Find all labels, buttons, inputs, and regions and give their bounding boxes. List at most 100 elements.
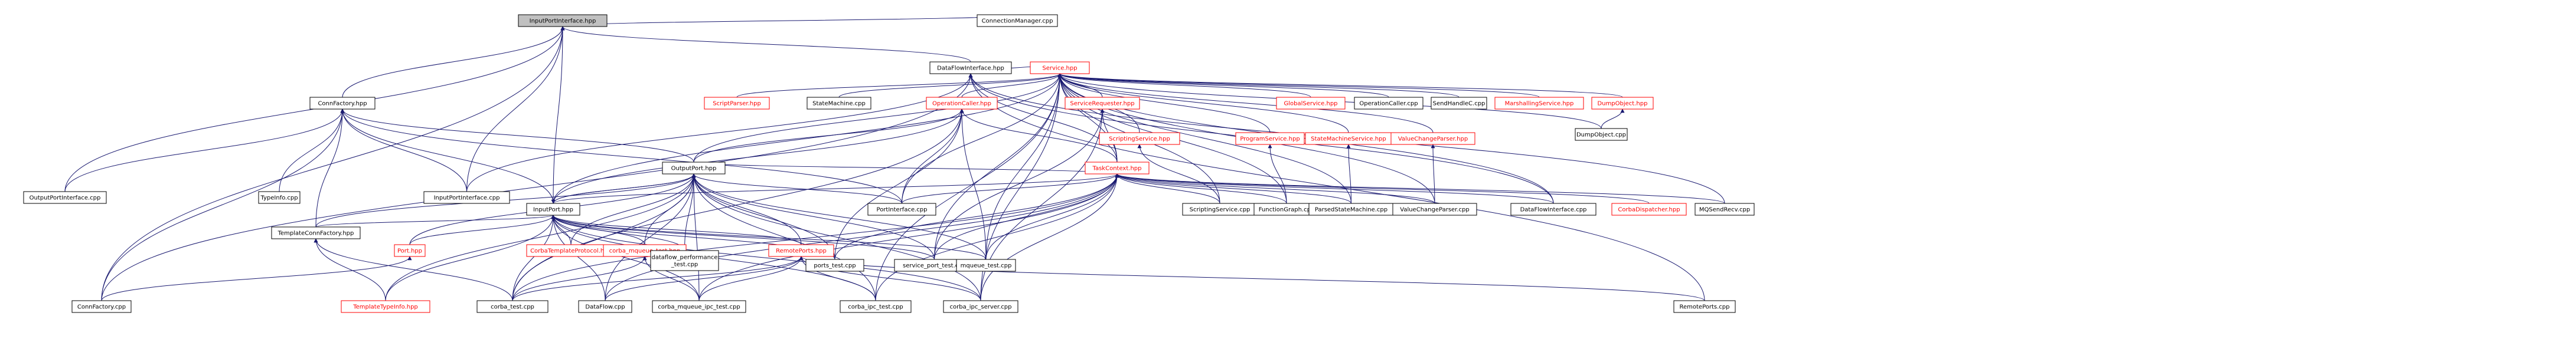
edge-operationcaller-cpp-to-service-hpp bbox=[1057, 73, 1389, 98]
node-outputport-hpp[interactable]: OutputPort.hpp bbox=[662, 162, 726, 175]
node-box bbox=[1390, 132, 1475, 145]
edge-taskcontext-hpp-to-service-hpp bbox=[1057, 73, 1118, 163]
node-scriptingservice-hpp[interactable]: ScriptingService.hpp bbox=[1099, 132, 1180, 145]
edge-statemachineservice-hpp-to-service-hpp bbox=[1057, 73, 1349, 133]
node-parsedstatemachine-cpp[interactable]: ParsedStateMachine.cpp bbox=[1308, 203, 1394, 216]
node-connfactory-hpp[interactable]: ConnFactory.hpp bbox=[309, 97, 376, 110]
node-label: mqueue_test.cpp bbox=[961, 263, 1012, 269]
node-taskcontext-hpp[interactable]: TaskContext.hpp bbox=[1085, 162, 1150, 175]
node-box bbox=[1611, 203, 1687, 216]
node-valuechangeparser-cpp[interactable]: ValueChangeParser.cpp bbox=[1392, 203, 1477, 216]
node-valuechangeparser-hpp[interactable]: ValueChangeParser.hpp bbox=[1390, 132, 1475, 145]
node-box bbox=[1575, 128, 1628, 141]
node-marshallingservice-hpp[interactable]: MarshallingService.hpp bbox=[1494, 97, 1584, 110]
node-inputportinterface-cpp[interactable]: InputPortInterface.cpp bbox=[423, 191, 510, 204]
edge-connfactory-cpp-to-port-hpp bbox=[101, 256, 412, 301]
edge-corba-ipc-test-cpp-to-remoteports-hpp bbox=[799, 256, 876, 301]
node-box bbox=[1030, 61, 1090, 74]
node-label: CorbaDispatcher.hpp bbox=[1618, 207, 1680, 213]
node-corbadispatcher-hpp[interactable]: CorbaDispatcher.hpp bbox=[1611, 203, 1687, 216]
node-corba-ipc-server-cpp[interactable]: corba_ipc_server.cpp bbox=[943, 300, 1018, 313]
node-operationcaller-cpp[interactable]: OperationCaller.cpp bbox=[1354, 97, 1424, 110]
edge-portinterface-cpp-to-outputport-hpp bbox=[691, 173, 902, 204]
node-label: RemotePorts.cpp bbox=[1680, 304, 1730, 311]
node-dataflow-cpp[interactable]: DataFlow.cpp bbox=[578, 300, 632, 313]
edge-corba-mqueue-ipc-test-cpp-to-corba-mqueue-test-hpp bbox=[642, 256, 700, 301]
edge-inputportinterface-cpp-to-inputportinterface-hpp bbox=[466, 26, 565, 192]
node-port-hpp[interactable]: Port.hpp bbox=[394, 244, 426, 257]
edge-valuechangeparser-cpp-to-valuechangeparser-hpp bbox=[1431, 144, 1435, 204]
edge-corbadispatcher-hpp-to-taskcontext-hpp bbox=[1115, 173, 1650, 204]
node-operationcaller-hpp[interactable]: OperationCaller.hpp bbox=[926, 97, 998, 110]
node-service-hpp[interactable]: Service.hpp bbox=[1030, 61, 1090, 74]
edge-templatetypeinfo-hpp-to-inputport-hpp bbox=[385, 215, 556, 301]
node-box bbox=[1591, 97, 1654, 110]
node-connectionmanager-cpp[interactable]: ConnectionManager.cpp bbox=[977, 14, 1058, 27]
node-dataflowinterface-cpp[interactable]: DataFlowInterface.cpp bbox=[1510, 203, 1596, 216]
node-scriptingservice-cpp[interactable]: ScriptingService.cpp bbox=[1182, 203, 1258, 216]
node-inputport-hpp[interactable]: InputPort.hpp bbox=[526, 203, 580, 216]
node-sendhandlec-cpp[interactable]: SendHandleC.cpp bbox=[1431, 97, 1487, 110]
node-corba-test-cpp[interactable]: corba_test.cpp bbox=[476, 300, 548, 313]
edge-corba-test-cpp-to-inputport-hpp bbox=[512, 215, 556, 301]
edge-scriptingservice-cpp-to-scriptingservice-hpp bbox=[1137, 144, 1220, 204]
edge-dataflowinterface-cpp-to-taskcontext-hpp bbox=[1115, 173, 1554, 204]
node-programservice-hpp[interactable]: ProgramService.hpp bbox=[1235, 132, 1305, 145]
node-mqueue-test-cpp[interactable]: mqueue_test.cpp bbox=[956, 259, 1016, 272]
edge-inputport-hpp-to-connfactory-hpp bbox=[340, 108, 554, 204]
node-corba-mqueue-ipc-test-cpp[interactable]: corba_mqueue_ipc_test.cpp bbox=[652, 300, 746, 313]
node-corbatemplateprotocol-hpp[interactable]: CorbaTemplateProtocol.hpp bbox=[526, 244, 616, 257]
edge-corba-ipc-test-cpp-to-outputport-hpp bbox=[691, 173, 876, 301]
node-ports-test-cpp[interactable]: ports_test.cpp bbox=[805, 259, 864, 272]
node-box bbox=[23, 191, 107, 204]
edge-ports-test-cpp-to-taskcontext-hpp bbox=[834, 173, 1119, 260]
edge-corba-mqueue-ipc-test-cpp-to-remoteports-hpp bbox=[698, 256, 804, 301]
node-remoteports-hpp[interactable]: RemotePorts.hpp bbox=[768, 244, 834, 257]
node-globalservice-hpp[interactable]: GlobalService.hpp bbox=[1276, 97, 1346, 110]
node-statemachineservice-hpp[interactable]: StateMachineService.hpp bbox=[1305, 132, 1392, 145]
edge-templateconnfactory-hpp-to-inputport-hpp bbox=[315, 215, 556, 228]
edge-outputportinterface-cpp-to-connfactory-hpp bbox=[64, 108, 345, 192]
node-dumpobject-hpp[interactable]: DumpObject.hpp bbox=[1591, 97, 1654, 110]
edge-inputportinterface-cpp-to-connfactory-hpp bbox=[340, 108, 467, 192]
node-dataflowinterface-hpp[interactable]: DataFlowInterface.hpp bbox=[929, 61, 1012, 74]
node-portinterface-cpp[interactable]: PortInterface.cpp bbox=[867, 203, 936, 216]
edge-corba-ipc-test-cpp-to-service-hpp bbox=[875, 73, 1062, 301]
nodes-layer: InputPortInterface.hppDataFlowInterface.… bbox=[23, 14, 1755, 313]
node-functiongraph-cpp[interactable]: FunctionGraph.cpp bbox=[1253, 203, 1320, 216]
node-box bbox=[840, 300, 912, 313]
edge-portinterface-cpp-to-taskcontext-hpp bbox=[902, 173, 1119, 204]
edge-mqueue-test-cpp-to-taskcontext-hpp bbox=[985, 173, 1119, 260]
node-connfactory-cpp[interactable]: ConnFactory.cpp bbox=[71, 300, 132, 313]
edge-connfactory-cpp-to-inputportinterface-hpp bbox=[101, 26, 565, 301]
edge-statemachine-cpp-to-service-hpp bbox=[838, 73, 1062, 98]
node-statemachine-cpp[interactable]: StateMachine.cpp bbox=[807, 97, 871, 110]
node-box bbox=[394, 244, 426, 257]
edge-corba-mqueue-ipc-test-cpp-to-inputport-hpp bbox=[551, 215, 700, 301]
node-label: OutputPort.hpp bbox=[671, 166, 717, 172]
node-label: OperationCaller.cpp bbox=[1359, 101, 1418, 107]
node-typeinfo-cpp[interactable]: TypeInfo.cpp bbox=[258, 191, 301, 204]
node-servicerequester-hpp[interactable]: ServiceRequester.hpp bbox=[1065, 97, 1140, 110]
edge-globalservice-hpp-to-service-hpp bbox=[1057, 73, 1311, 98]
node-remoteports-cpp[interactable]: RemotePorts.cpp bbox=[1673, 300, 1736, 313]
edge-templateconnfactory-hpp-to-connfactory-hpp bbox=[315, 108, 345, 228]
node-mqsendrecv-cpp[interactable]: MQSendRecv.cpp bbox=[1695, 203, 1755, 216]
edge-mqueue-test-cpp-to-operationcaller-hpp bbox=[959, 108, 987, 260]
node-box bbox=[807, 97, 871, 110]
node-dumpobject-cpp[interactable]: DumpObject.cpp bbox=[1575, 128, 1628, 141]
node-scriptparser-hpp[interactable]: ScriptParser.hpp bbox=[704, 97, 770, 110]
node-box bbox=[1276, 97, 1346, 110]
node-box bbox=[805, 259, 864, 272]
node-outputportinterface-cpp[interactable]: OutputPortInterface.cpp bbox=[23, 191, 107, 204]
node-templatetypeinfo-hpp[interactable]: TemplateTypeInfo.hpp bbox=[341, 300, 430, 313]
node-box bbox=[578, 300, 632, 313]
node-label: TemplateTypeInfo.hpp bbox=[352, 304, 418, 311]
edge-mqueue-test-cpp-to-outputport-hpp bbox=[691, 173, 987, 260]
node-corba-ipc-test-cpp[interactable]: corba_ipc_test.cpp bbox=[840, 300, 912, 313]
node-templateconnfactory-hpp[interactable]: TemplateConnFactory.hpp bbox=[271, 226, 361, 239]
node-inputportinterface-hpp[interactable]: InputPortInterface.hpp bbox=[518, 14, 608, 27]
node-dataflow-performance-test-cpp[interactable]: dataflow_performance_test.cpp bbox=[650, 250, 719, 271]
node-label: SendHandleC.cpp bbox=[1433, 101, 1485, 107]
